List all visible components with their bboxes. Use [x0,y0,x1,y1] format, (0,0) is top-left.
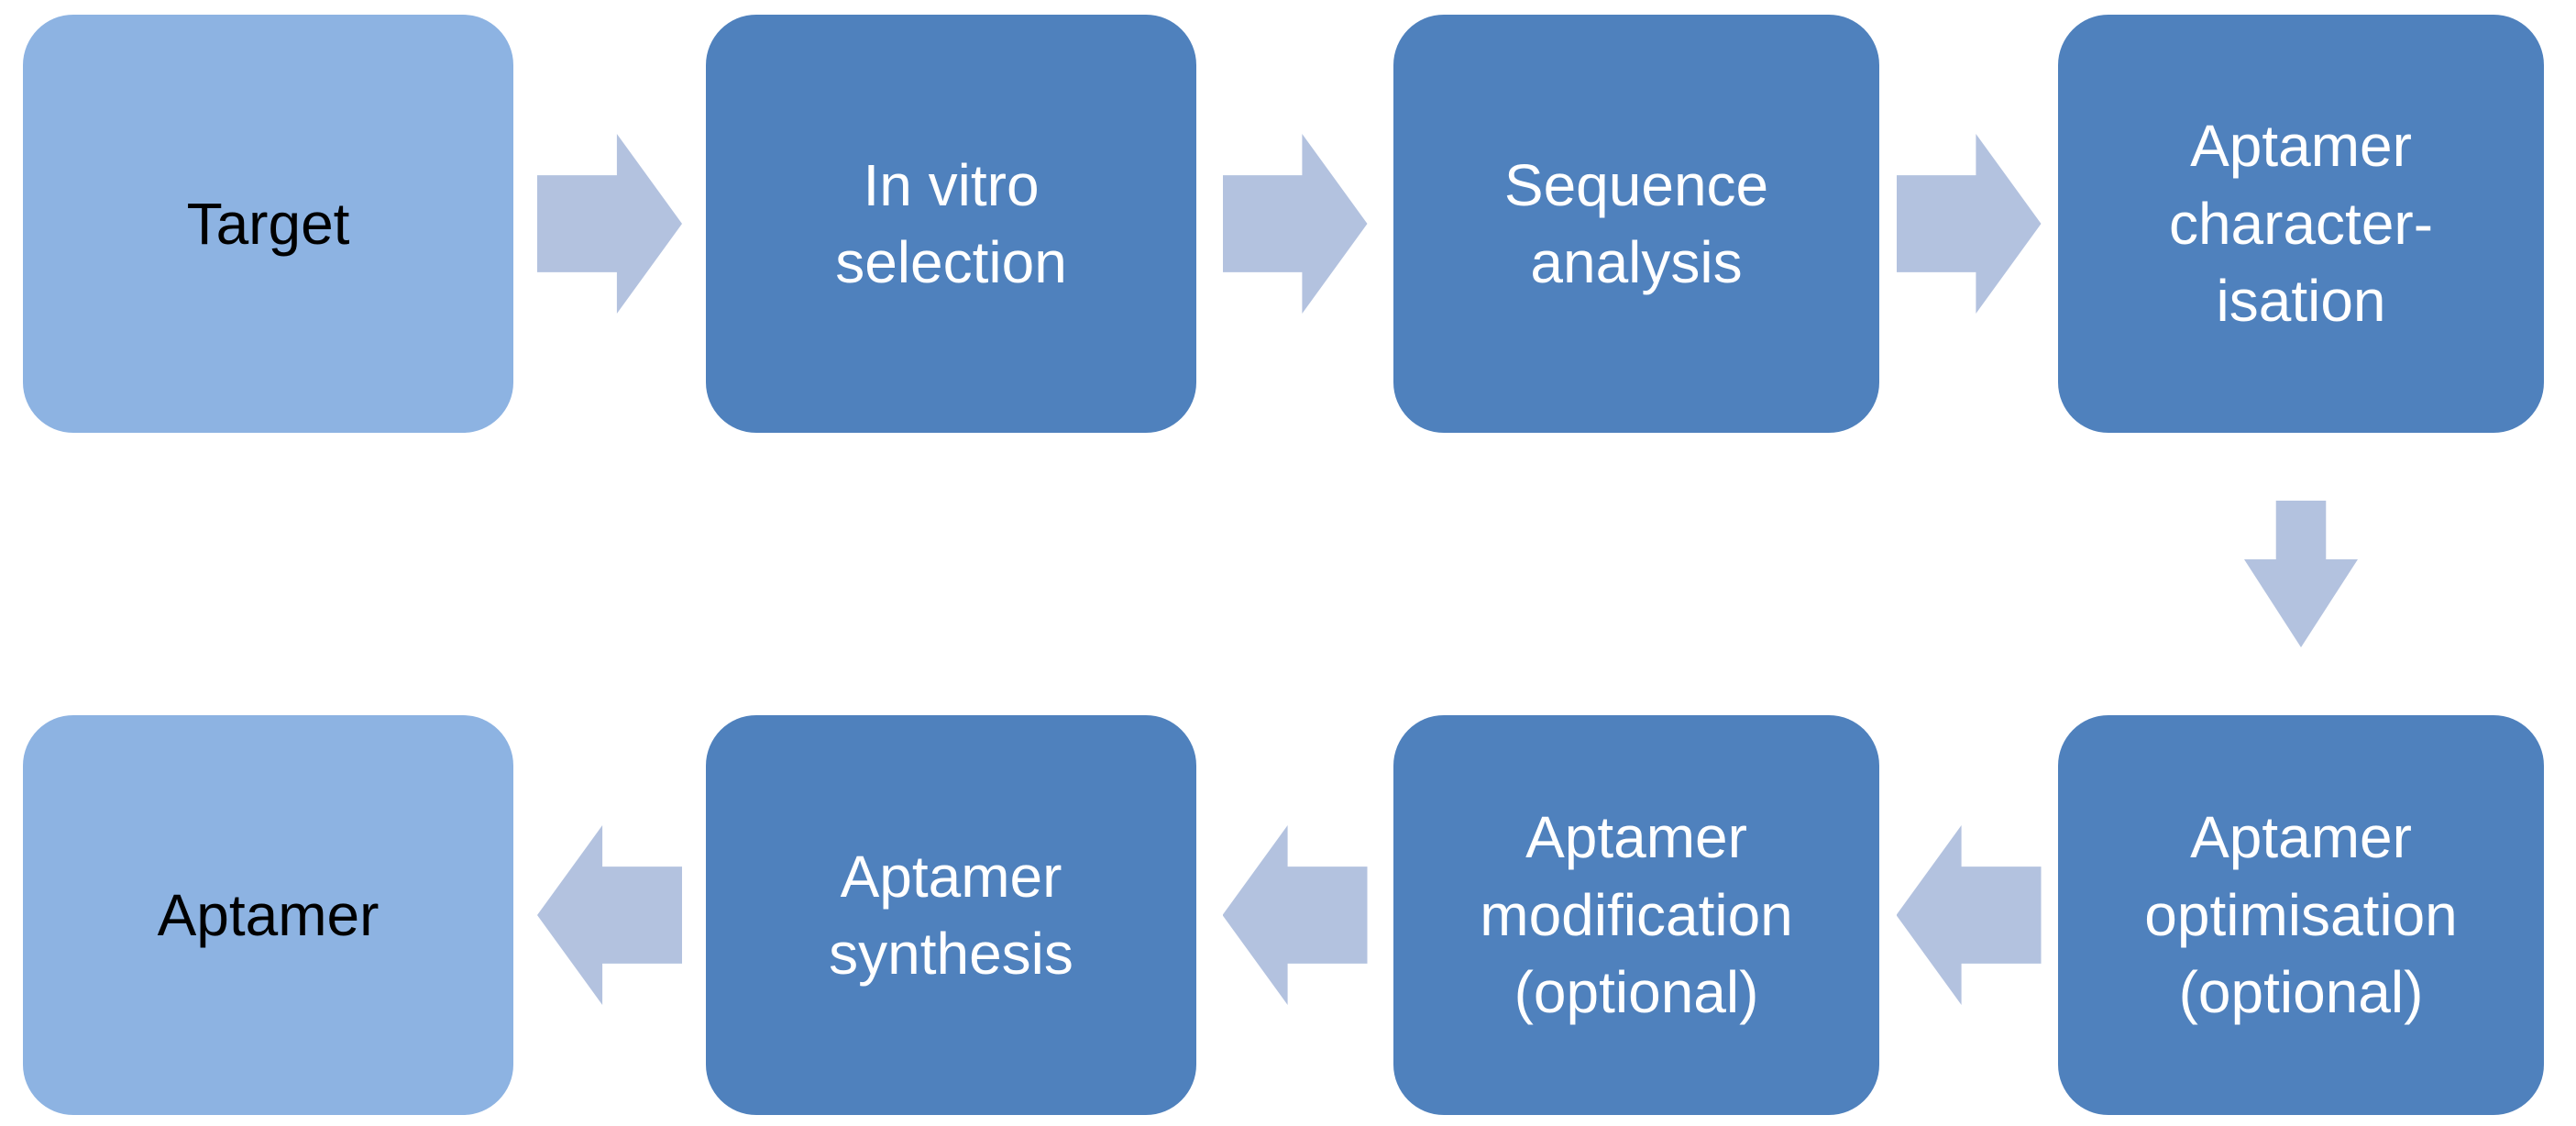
box-target: Target [23,15,513,433]
box-sequence-analysis: Sequence analysis [1393,15,1879,433]
box-aptamer-characterisation: Aptamer character- isation [2058,15,2544,433]
box-aptamer-synthesis: Aptamer synthesis [706,715,1196,1115]
right-arrow-icon [1896,134,2042,314]
connector-modification-to-synthesis [1196,715,1393,1115]
left-arrow-icon [537,825,682,1005]
connector-synthesis-to-aptamer [513,715,706,1115]
connector-target-to-invitro [513,15,706,433]
box-in-vitro-selection: In vitro selection [706,15,1196,433]
right-arrow-icon [537,134,682,314]
down-arrow-icon [2244,501,2358,647]
connector-invitro-to-sequence [1196,15,1393,433]
connector-optimisation-to-modification [1879,715,2058,1115]
connector-characterisation-to-optimisation [2058,433,2544,715]
connector-sequence-to-characterisation [1879,15,2058,433]
left-arrow-icon [1896,825,2042,1005]
right-arrow-icon [1222,134,1368,314]
box-aptamer-modification: Aptamer modification (optional) [1393,715,1879,1115]
left-arrow-icon [1222,825,1368,1005]
box-aptamer: Aptamer [23,715,513,1115]
box-aptamer-optimisation: Aptamer optimisation (optional) [2058,715,2544,1115]
